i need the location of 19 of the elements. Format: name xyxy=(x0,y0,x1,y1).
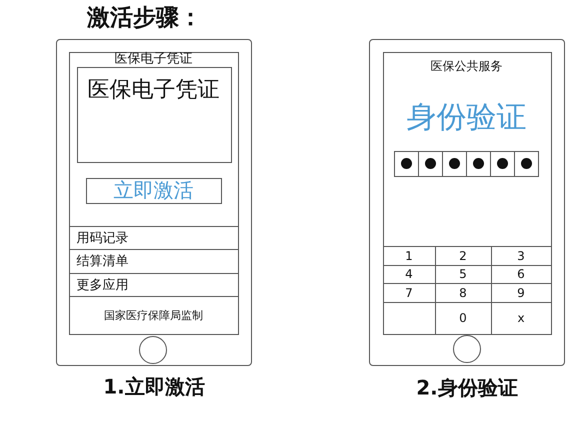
home-button xyxy=(452,334,480,362)
phone-screen xyxy=(68,52,238,334)
phone-frame xyxy=(369,39,565,366)
list-row: 用码记录 xyxy=(70,226,238,248)
step-label: 1.立即激活 xyxy=(103,376,205,398)
footer-row: 国家医疗保障局监制 xyxy=(70,296,238,334)
card-title: 医保电子凭证 xyxy=(88,76,220,102)
step-label: 2.身份验证 xyxy=(416,376,518,400)
list-row: 更多应用 xyxy=(70,272,238,296)
card-panel xyxy=(76,66,232,162)
activate-button: 立即激活 xyxy=(86,178,222,204)
phone-frame xyxy=(56,39,252,366)
screen-title: 身份验证 xyxy=(406,100,526,135)
screen-heading: 医保公共服务 xyxy=(430,60,502,74)
phone-screen xyxy=(382,52,552,334)
title: 激活步骤： xyxy=(87,5,202,32)
list-row: 结算清单 xyxy=(70,248,238,272)
home-button xyxy=(138,336,166,364)
screen-heading: 医保电子凭证 xyxy=(114,52,192,67)
